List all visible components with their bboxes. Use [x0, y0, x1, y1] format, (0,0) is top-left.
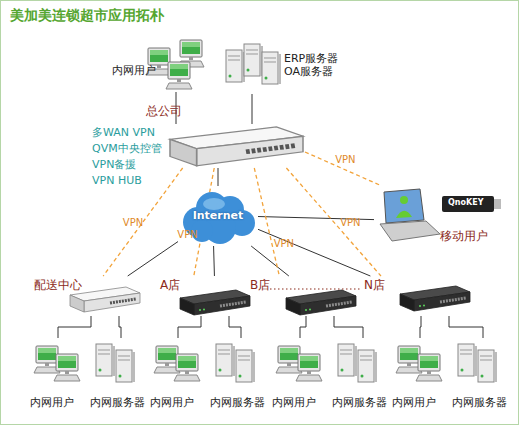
- server-icon: [478, 350, 497, 382]
- vpn-link: [286, 168, 381, 276]
- server-icon: [338, 344, 357, 376]
- branch-icons: [34, 344, 497, 382]
- server-icon: [116, 350, 135, 382]
- network-link: [449, 316, 483, 338]
- user-group: 内网用户: [150, 338, 206, 412]
- edge-label: VPN: [177, 229, 197, 241]
- edge-label: VPN: [335, 154, 355, 166]
- pc-icon: [166, 62, 192, 89]
- node-text: Internet: [178, 209, 258, 222]
- server-icon: [226, 50, 245, 82]
- server-icon: [216, 344, 235, 376]
- node-text: 内网用户: [150, 396, 194, 409]
- hq-router-icon: [170, 127, 303, 166]
- user-group: 内网用户: [30, 338, 86, 412]
- edge-label: VPN: [340, 217, 360, 229]
- node-text: 内网用户: [272, 396, 316, 409]
- network-link: [58, 316, 91, 338]
- server-icon: [358, 350, 377, 382]
- cloud-highlight: [203, 198, 225, 210]
- hq-servers-icons: [226, 44, 281, 84]
- feature-label: VPN HUB: [92, 174, 142, 187]
- pc-icon: [296, 354, 322, 381]
- network-link: [119, 316, 121, 338]
- branch-router: 配送中心: [32, 276, 145, 316]
- server-icon: [236, 350, 255, 382]
- node-text: ERP服务器 OA服务器: [284, 52, 350, 78]
- edge-label: VPN: [123, 217, 143, 229]
- diagram-title: 美加美连锁超市应用拓朴: [10, 7, 164, 25]
- server-group: 内网服务器: [452, 338, 514, 412]
- branch-router: B店: [248, 276, 360, 316]
- node-text: N店: [364, 278, 385, 292]
- feature-label: VPN备援: [92, 158, 136, 171]
- server-group: ERP服务器 OA服务器: [222, 40, 347, 94]
- mobile-user: QnoKEY 移动用户: [374, 186, 500, 246]
- server-icon: [244, 44, 263, 76]
- server-group: 内网服务器: [90, 338, 152, 412]
- node-text: 内网服务器: [332, 396, 387, 409]
- branch-router: A店: [158, 276, 252, 316]
- server-icon: [96, 344, 115, 376]
- server-icon: [262, 52, 281, 84]
- network-link: [252, 94, 253, 124]
- feature-label: 多WAN VPN: [92, 126, 155, 139]
- server-icon: [458, 344, 477, 376]
- laptop-icon: [380, 189, 440, 241]
- feature-label: QVM中央控管: [92, 142, 162, 155]
- network-link: [218, 168, 219, 186]
- node-text: 总公司: [146, 104, 182, 118]
- router-icon: [180, 290, 250, 315]
- user-group: 内网用户: [272, 338, 328, 412]
- pc-icon: [174, 354, 200, 381]
- edge-label: VPN: [274, 238, 294, 250]
- dotted-ellipsis: [270, 289, 362, 290]
- vpn-link: [305, 152, 382, 186]
- pc-icon: [416, 354, 442, 381]
- node-text: 配送中心: [34, 278, 82, 292]
- node-text: 内网用户: [392, 396, 436, 409]
- network-link: [178, 316, 201, 338]
- router-icon: [286, 290, 356, 315]
- pc-icon: [54, 354, 80, 381]
- usb-key-icon: [442, 196, 501, 212]
- server-group: 内网服务器: [210, 338, 272, 412]
- network-link: [300, 316, 306, 338]
- node-text: 内网服务器: [210, 396, 265, 409]
- network-link: [128, 242, 178, 276]
- network-link: [213, 246, 215, 276]
- network-link: [420, 316, 421, 338]
- node-text: 内网服务器: [90, 396, 145, 409]
- node-text: B店: [250, 278, 270, 292]
- network-link: [258, 229, 370, 276]
- hq-router: 总公司: [168, 124, 305, 168]
- user-group: 内网用户: [392, 338, 448, 412]
- vpn-link: [254, 168, 279, 276]
- network-link: [334, 316, 363, 338]
- network-link: [251, 246, 289, 276]
- branch-router: N店: [362, 276, 475, 316]
- node-text: 内网用户: [112, 64, 156, 77]
- node-text: 内网用户: [30, 396, 74, 409]
- node-text: 移动用户: [440, 229, 488, 243]
- server-group: 内网服务器: [332, 338, 394, 412]
- node-text: 内网服务器: [452, 396, 507, 409]
- node-text: QnoKEY: [448, 198, 483, 208]
- node-text: A店: [160, 278, 180, 292]
- network-link: [229, 316, 241, 338]
- user-group: 内网用户: [110, 40, 220, 92]
- router-icon: [400, 286, 470, 311]
